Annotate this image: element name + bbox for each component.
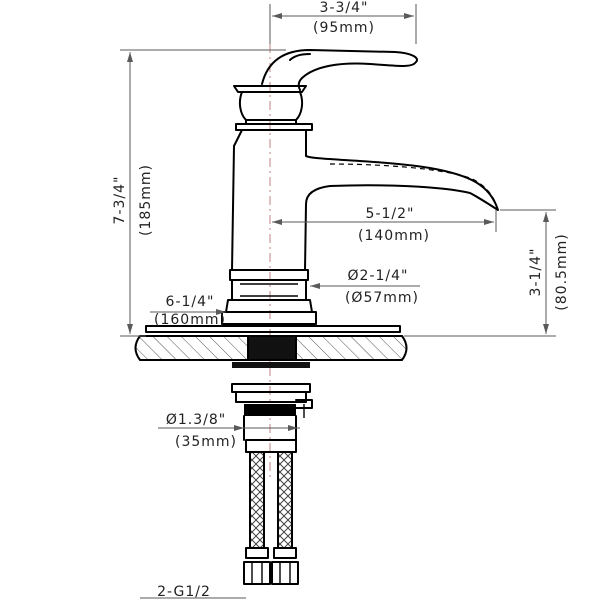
base-dia-in-label: Ø2-1/4" [348,268,409,284]
spout-height-in-label: 3-1/4" [528,248,544,297]
reach-in-label: 5-1/2" [366,206,415,222]
hole-dia-in-label: Ø1.3/8" [166,412,226,428]
supply-hoses [243,439,299,585]
width-mm-label: (95mm) [313,20,375,36]
dim-deck-max [150,309,226,315]
reach-mm-label: (140mm) [358,228,430,244]
deck-max-in-label: 6-1/4" [166,294,215,310]
connector-label: 2-G1/2 [157,584,211,600]
base-dia-mm-label: (Ø57mm) [345,290,419,306]
mounting-shank [231,383,313,441]
spout-height-mm-label: (80.5mm) [554,233,570,310]
dim-width [269,4,417,44]
hole-dia-mm-label: (35mm) [175,434,237,450]
countertop [134,325,408,368]
dim-base-diameter [310,283,420,289]
height-mm-label: (185mm) [138,164,154,236]
deck-max-mm-label: (160mm) [154,312,226,328]
dim-spout-height [404,209,556,337]
height-in-label: 7-3/4" [112,176,128,225]
width-in-label: 3-3/4" [320,0,369,16]
dim-hole-diameter [158,425,300,431]
dim-height [120,49,286,337]
dim-reach [272,210,497,232]
faucet-body [221,49,499,325]
